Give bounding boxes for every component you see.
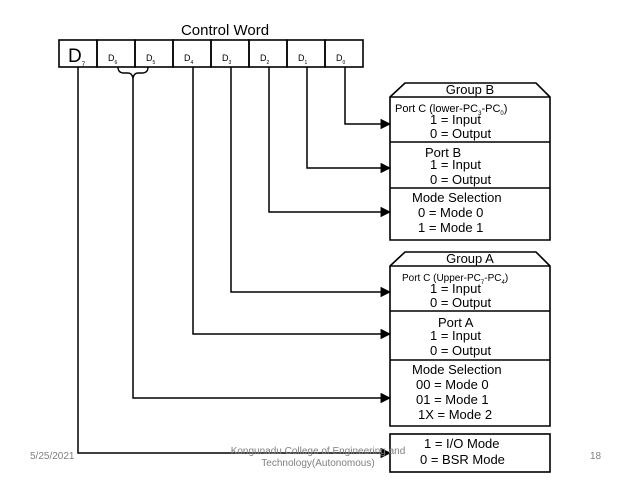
group-b-mode-0: 0 = Mode 0 [418, 205, 483, 220]
arrow-d3-portc-upper [230, 67, 392, 298]
group-a-mode-label: Mode Selection [412, 362, 502, 377]
group-b-portc-output: 0 = Output [430, 126, 491, 141]
bit-label-d2: D2 [260, 53, 270, 66]
brace-d6-d5 [117, 66, 149, 79]
footer-institution-line1: Kongunadu College of Engineering and [230, 446, 406, 457]
bit-label-d6: D6 [108, 53, 118, 66]
arrow-d7-io-mode [77, 67, 392, 459]
footer-page-number: 18 [590, 451, 602, 462]
arrow-d1-portb [306, 67, 392, 174]
group-a-porta-input: 1 = Input [430, 328, 481, 343]
group-a-mode-0: 00 = Mode 0 [416, 377, 489, 392]
group-a-header: Group A [446, 251, 494, 266]
bsr-mode-line: 0 = BSR Mode [420, 452, 505, 467]
bit-label-d1: D1 [298, 53, 308, 66]
group-a-portc-label: Port C (Upper-PC7-PC4) [402, 273, 508, 286]
arrow-d0-portc-lower [344, 67, 392, 130]
group-a-box [389, 251, 551, 427]
diagram-title: Control Word [181, 22, 269, 39]
bit-label-d3: D3 [222, 53, 232, 66]
bit-label-d0: D0 [336, 53, 346, 66]
bit-label-d7: D7 [68, 46, 86, 68]
group-b-box [389, 82, 551, 241]
connector-lines [77, 67, 392, 459]
group-a-portc-output: 0 = Output [430, 295, 491, 310]
bit-label-d4: D4 [184, 53, 194, 66]
group-b-portc-input: 1 = Input [430, 112, 481, 127]
footer-institution: Kongunadu College of Engineering and Tec… [218, 446, 418, 470]
group-a-mode-1: 01 = Mode 1 [416, 392, 489, 407]
io-mode-box [389, 433, 551, 473]
group-a-porta-output: 0 = Output [430, 343, 491, 358]
group-b-portc-label: Port C (lower-PC3-PC0) [395, 103, 507, 117]
group-b-mode-1: 1 = Mode 1 [418, 220, 483, 235]
group-b-mode-label: Mode Selection [412, 190, 502, 205]
footer-date: 5/25/2021 [30, 451, 75, 462]
bit-cell-d0 [324, 39, 364, 68]
group-a-porta-label: Port A [438, 315, 474, 330]
arrow-d2-mode-b [268, 67, 392, 218]
group-b-portb-input: 1 = Input [430, 157, 481, 172]
group-b-portb-output: 0 = Output [430, 172, 491, 187]
control-word-register [58, 39, 364, 68]
group-a-portc-input: 1 = Input [430, 281, 481, 296]
arrow-d4-porta [192, 67, 392, 340]
group-b-header: Group B [446, 82, 494, 97]
arrow-d6d5-mode-a [132, 78, 392, 404]
group-a-mode-2: 1X = Mode 2 [418, 407, 492, 422]
io-mode-line: 1 = I/O Mode [424, 436, 500, 451]
footer-institution-line2: Technology(Autonomous) [261, 458, 375, 469]
bit-label-d5: D5 [146, 53, 156, 66]
group-b-portb-label: Port B [425, 145, 461, 160]
